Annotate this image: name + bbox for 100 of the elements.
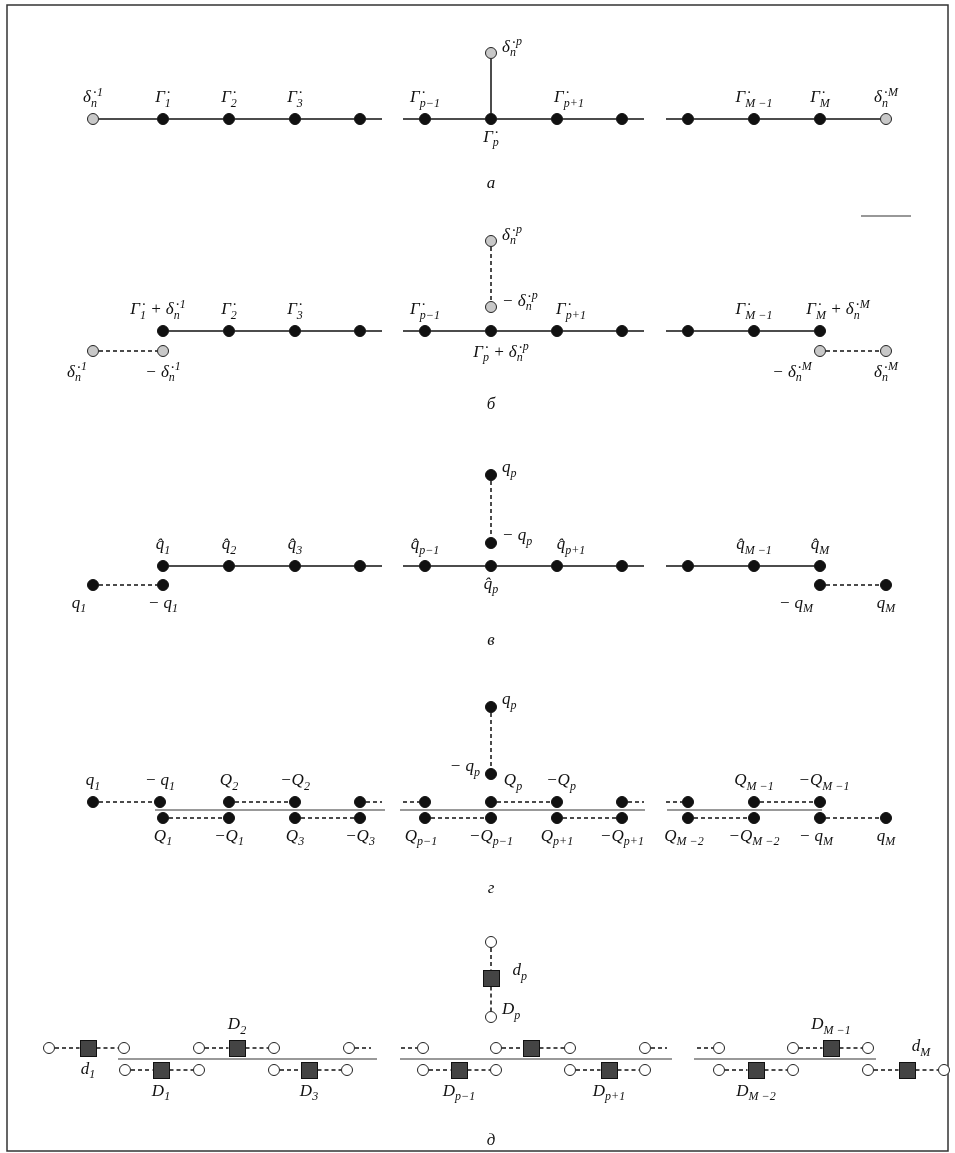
dashed-connector <box>763 1069 788 1071</box>
dashed-connector <box>466 1069 491 1071</box>
hollow-node-circle <box>564 1064 576 1076</box>
node-dot <box>223 560 235 572</box>
node-dot <box>157 345 169 357</box>
hollow-node-circle <box>485 936 497 948</box>
node-dot <box>814 796 826 808</box>
connector-line <box>168 118 224 120</box>
connector-line <box>402 565 420 567</box>
math-label: d$_{1}$ <box>80 1059 96 1082</box>
math-label: D$_{2}$ <box>227 1014 247 1037</box>
node-square <box>450 1061 468 1079</box>
node-dot <box>157 812 169 824</box>
connector-line <box>496 330 552 332</box>
math-label: d$_{p}$ <box>512 961 527 983</box>
math-label: Γ̇$_{M −1}$ <box>735 300 773 322</box>
math-label: − q$_{1}$ <box>144 771 176 793</box>
hollow-node-circle <box>787 1064 799 1076</box>
hollow-node-circle <box>118 1042 130 1054</box>
math-label: −Q$_{p+1}$ <box>600 827 644 849</box>
hollow-node-circle <box>713 1064 725 1076</box>
math-label: q̂$_{p−1}$ <box>410 535 440 557</box>
math-label: −Q$_{2}$ <box>280 771 310 793</box>
node-dot <box>485 701 497 713</box>
dashed-connector <box>354 1047 372 1049</box>
node-dot <box>616 325 628 337</box>
math-label: Q$_{p}$ <box>503 771 523 793</box>
node-square <box>747 1061 765 1079</box>
math-label: q̂$_{M}$ <box>810 535 830 557</box>
dashed-connector <box>98 350 158 352</box>
dashed-connector <box>98 584 158 586</box>
node-dot <box>419 812 431 824</box>
hollow-node-circle <box>268 1042 280 1054</box>
node-dot <box>748 113 760 125</box>
hollow-node-circle <box>862 1042 874 1054</box>
panel-caption: д <box>486 1130 496 1150</box>
dashed-connector <box>402 801 420 803</box>
connector-line <box>168 565 224 567</box>
node-dot <box>87 113 99 125</box>
connector-line <box>693 565 749 567</box>
dashed-connector <box>798 1047 824 1049</box>
connector-line <box>300 118 355 120</box>
hollow-node-circle <box>343 1042 355 1054</box>
math-label: q$_{p}$ <box>502 458 517 480</box>
panel-caption: а <box>486 173 496 193</box>
dashed-connector <box>490 712 492 769</box>
connector-line <box>365 330 383 332</box>
node-dot <box>682 560 694 572</box>
hollow-node-circle <box>268 1064 280 1076</box>
node-dot <box>87 345 99 357</box>
hollow-node-circle <box>564 1042 576 1054</box>
node-dot <box>814 325 826 337</box>
node-square <box>482 969 500 987</box>
connector-line <box>365 118 383 120</box>
math-label: q̂$_{p}$ <box>483 575 499 597</box>
node-dot <box>551 796 563 808</box>
node-dot <box>419 113 431 125</box>
node-dot <box>87 579 99 591</box>
connector-line <box>693 330 749 332</box>
hollow-node-circle <box>119 1064 131 1076</box>
math-label: Q$_{p−1}$ <box>404 827 438 849</box>
node-dot <box>485 537 497 549</box>
node-dot <box>223 796 235 808</box>
node-dot <box>157 113 169 125</box>
dashed-connector <box>316 1069 342 1071</box>
math-label: D$_{p−1}$ <box>442 1081 476 1104</box>
math-label: d$_{M}$ <box>911 1036 931 1059</box>
connector-line <box>759 330 815 332</box>
connector-line <box>759 565 815 567</box>
node-dot <box>485 560 497 572</box>
dashed-connector <box>914 1069 939 1071</box>
math-label: −Q$_{M −2}$ <box>728 827 780 849</box>
hollow-node-circle <box>787 1042 799 1054</box>
node-dot <box>814 345 826 357</box>
node-dot <box>748 325 760 337</box>
connector-line <box>627 330 645 332</box>
math-label: − q$_{p}$ <box>449 757 480 779</box>
node-dot <box>485 469 497 481</box>
node-square <box>228 1039 246 1057</box>
dashed-connector <box>562 817 617 819</box>
math-label: q̂$_{2}$ <box>221 535 237 557</box>
dashed-connector <box>365 801 383 803</box>
math-label: Γ̇$_{p}$ <box>483 128 499 150</box>
connector-line <box>627 565 645 567</box>
panel-caption: г <box>487 878 495 898</box>
dashed-connector <box>575 1069 602 1071</box>
math-label: Γ̇$_{p−1}$ <box>410 88 440 110</box>
math-label: q$_{M}$ <box>876 594 896 616</box>
hollow-node-circle <box>43 1042 55 1054</box>
node-dot <box>354 796 366 808</box>
math-label: Γ̇$_{1}$ <box>155 88 171 110</box>
dashed-connector <box>650 1047 668 1049</box>
math-label: q̂$_{p+1}$ <box>556 535 586 557</box>
node-dot <box>616 796 628 808</box>
node-dot <box>157 579 169 591</box>
math-label: − q$_{p}$ <box>502 526 533 548</box>
math-label: D$_{M −1}$ <box>811 1014 851 1037</box>
math-label: − q$_{1}$ <box>147 594 179 616</box>
math-label: −Q$_{p}$ <box>546 771 576 793</box>
node-dot <box>814 579 826 591</box>
